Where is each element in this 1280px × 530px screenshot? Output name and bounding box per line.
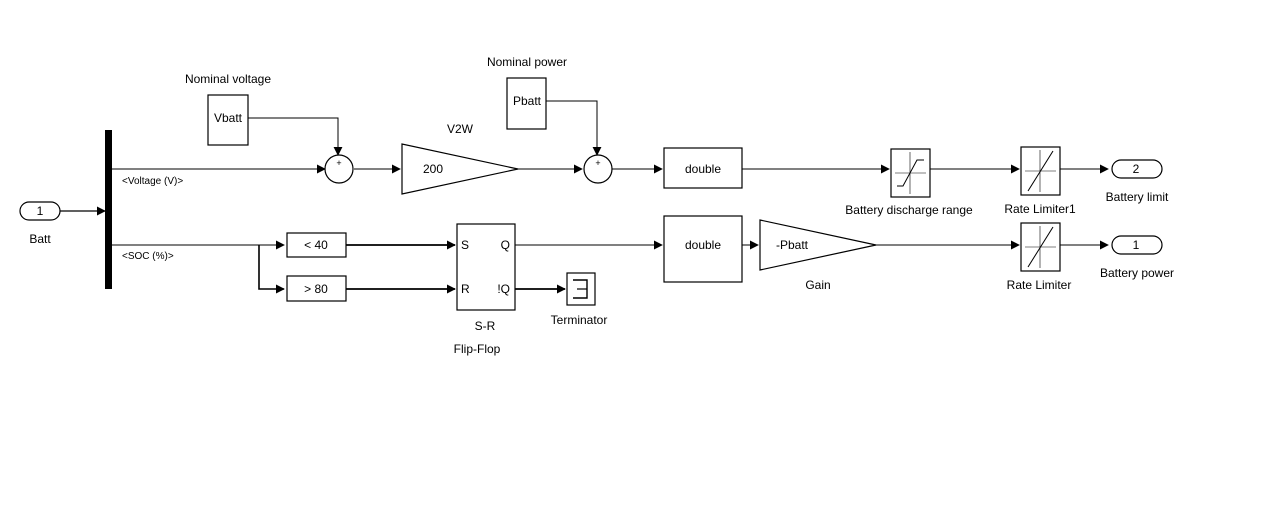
outport-battery-limit-number: 2 — [1133, 162, 1140, 176]
compare-low-value: < 40 — [304, 238, 328, 252]
saturation-discharge-range[interactable]: Battery discharge range — [845, 148, 973, 217]
flipflop-label-line2: Flip-Flop — [454, 342, 501, 356]
convert-double-top[interactable]: double — [663, 147, 743, 189]
line-pbatt-to-sum — [546, 100, 602, 156]
sum-power-sign: + — [595, 158, 600, 168]
convert-double-bottom[interactable]: double — [663, 215, 743, 283]
gain-value: -Pbatt — [776, 238, 809, 252]
convert-bottom-value: double — [685, 238, 721, 252]
inport-batt-number: 1 — [37, 204, 44, 218]
rate-limiter[interactable]: Rate Limiter — [1007, 222, 1072, 292]
inport-batt-label: Batt — [29, 232, 51, 246]
terminator[interactable]: Terminator — [551, 272, 608, 327]
outport-battery-power-number: 1 — [1133, 238, 1140, 252]
line-vbatt-to-sum — [248, 117, 343, 156]
v2w-label: V2W — [447, 122, 474, 136]
bus-selector[interactable]: <Voltage (V)> <SOC (%)> — [105, 130, 183, 289]
flipflop-port-q: Q — [501, 238, 510, 252]
v2w-value: 200 — [423, 162, 443, 176]
line-soc-branch — [258, 245, 285, 294]
flipflop-port-s: S — [461, 238, 469, 252]
flipflop-label-line1: S-R — [475, 319, 496, 333]
constant-nominal-voltage[interactable]: Nominal voltage Vbatt — [185, 72, 271, 146]
rate-limiter1[interactable]: Rate Limiter1 — [1004, 146, 1076, 216]
flipflop-port-nq: !Q — [497, 282, 510, 296]
signal-soc-label: <SOC (%)> — [122, 251, 174, 262]
outport-battery-power[interactable]: 1 Battery power — [1100, 235, 1174, 280]
sr-flip-flop[interactable]: S R Q !Q S-R Flip-Flop — [454, 223, 516, 356]
sum-power[interactable]: + — [583, 154, 613, 184]
sum-voltage-sign: + — [336, 158, 341, 168]
convert-top-value: double — [685, 162, 721, 176]
nominal-voltage-label: Nominal voltage — [185, 72, 271, 86]
rate-limiter-label: Rate Limiter — [1007, 278, 1072, 292]
gain-pbatt[interactable]: -Pbatt Gain — [759, 219, 877, 292]
flipflop-port-r: R — [461, 282, 470, 296]
terminator-label: Terminator — [551, 313, 608, 327]
outport-battery-power-label: Battery power — [1100, 266, 1174, 280]
nominal-power-value: Pbatt — [513, 94, 542, 108]
gain-v2w[interactable]: V2W 200 — [401, 122, 519, 195]
compare-low[interactable]: < 40 — [286, 232, 347, 258]
compare-high[interactable]: > 80 — [286, 275, 347, 302]
constant-nominal-power[interactable]: Nominal power Pbatt — [487, 55, 567, 130]
rate-limiter1-label: Rate Limiter1 — [1004, 202, 1076, 216]
outport-battery-limit[interactable]: 2 Battery limit — [1106, 159, 1169, 204]
gain-label: Gain — [805, 278, 830, 292]
sum-voltage[interactable]: + — [324, 154, 354, 184]
inport-batt[interactable]: 1 Batt — [19, 201, 61, 246]
discharge-range-label: Battery discharge range — [845, 203, 973, 217]
nominal-voltage-value: Vbatt — [214, 111, 243, 125]
signal-lines — [60, 100, 1109, 294]
outport-battery-limit-label: Battery limit — [1106, 190, 1169, 204]
signal-voltage-label: <Voltage (V)> — [122, 176, 183, 187]
compare-high-value: > 80 — [304, 282, 328, 296]
nominal-power-label: Nominal power — [487, 55, 567, 69]
